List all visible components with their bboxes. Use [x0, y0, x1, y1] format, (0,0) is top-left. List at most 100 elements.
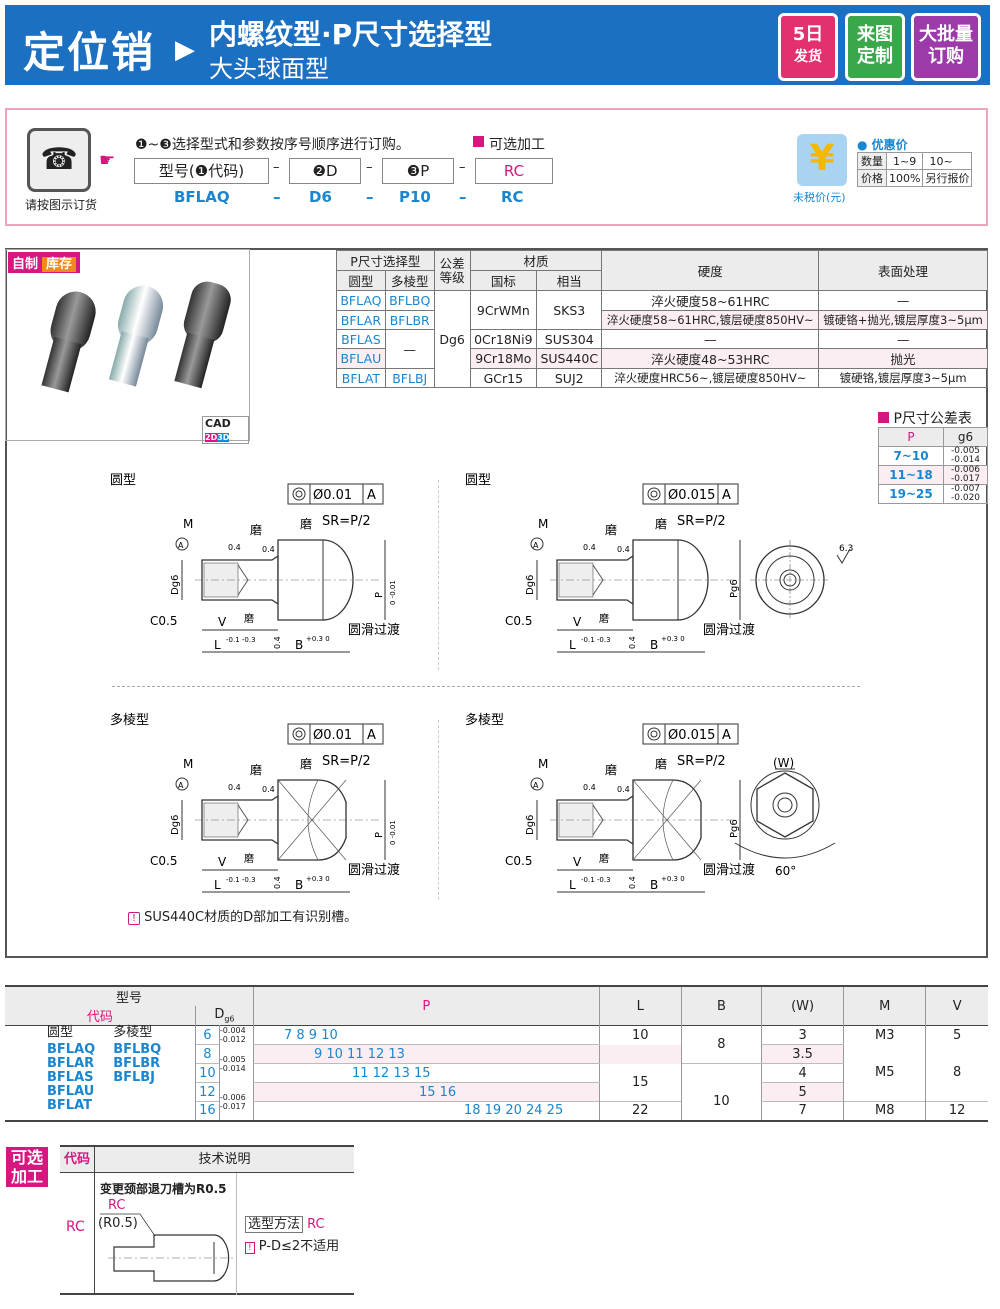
chamfer-label: C0.5 — [505, 614, 532, 628]
thread-label: M — [183, 757, 193, 771]
fig-rc-label: RC — [108, 1198, 126, 1213]
hex-width-label: (W) — [773, 756, 794, 770]
p-tolerance: 0 -0.01 — [389, 820, 397, 845]
grind-label: 磨 — [300, 757, 312, 771]
price-icon-caption: 未税价(元) — [793, 191, 846, 204]
grind-label: 磨 — [605, 763, 617, 777]
drawing-title: 圆型 — [110, 473, 136, 488]
example-code: BFLAQ — [174, 188, 230, 206]
datum-a-marker: A — [178, 781, 184, 790]
groove-width: 0.4 — [273, 876, 282, 889]
optional-code-header: 代码 — [60, 1147, 94, 1173]
l-label: L — [214, 638, 221, 652]
b-label: B — [650, 638, 658, 652]
roughness-label: 0.4 — [262, 545, 275, 554]
separator: – — [459, 188, 467, 206]
grind-label: 磨 — [655, 757, 667, 771]
concentricity-value: Ø0.01 — [313, 488, 352, 503]
thread-label: M — [183, 517, 193, 531]
hex-end-view: (W) 60° — [734, 756, 836, 878]
cad-badge[interactable]: CAD 2D3D — [202, 416, 249, 444]
method: 选型方法 RC — [245, 1213, 325, 1233]
badge-5day: 5日发货 — [778, 13, 838, 81]
roughness-label: 0.4 — [228, 543, 241, 552]
table-row: 19~25-0.007-0.020 — [877, 484, 988, 504]
order-box-model: 型号(❶代码) — [134, 158, 269, 184]
b-label: B — [295, 878, 303, 892]
l-tolerance: -0.1 -0.3 — [226, 876, 256, 884]
separator: – — [273, 188, 281, 206]
b-tolerance: +0.3 0 — [661, 875, 685, 883]
datum-label: A — [722, 728, 731, 743]
chamfer-label: C0.5 — [150, 854, 177, 868]
chamfer-label: C0.5 — [505, 854, 532, 868]
p-tol-title: P尺寸公差表 — [878, 408, 972, 428]
thread-label: M — [538, 757, 548, 771]
grind-label: 磨 — [244, 853, 254, 865]
rc-groove-figure — [100, 1213, 234, 1282]
concentricity-value: Ø0.015 — [668, 728, 715, 743]
fig-r-label: (R0.5) — [98, 1216, 138, 1231]
optional-desc-title: 变更颈部退刀槽为R0.5 — [100, 1182, 227, 1196]
divider — [438, 480, 439, 670]
grind-label: 磨 — [300, 517, 312, 531]
grind-label: 磨 — [244, 613, 254, 625]
badge-bulk: 大批量订购 — [911, 13, 981, 81]
concentricity-value: Ø0.015 — [668, 488, 715, 503]
groove-width: 0.4 — [273, 636, 282, 649]
b-label: B — [295, 638, 303, 652]
groove-width: 0.4 — [628, 876, 637, 889]
datum-label: A — [367, 728, 376, 743]
p-tolerance: 0 -0.01 — [389, 580, 397, 605]
badge-custom: 来图定制 — [845, 13, 905, 81]
datum-a-marker: A — [533, 541, 539, 550]
yen-icon: ¥ — [797, 134, 847, 186]
drawing-title: 多棱型 — [110, 712, 149, 728]
chamfer-label: C0.5 — [150, 614, 177, 628]
roughness-label: 0.4 — [262, 785, 275, 794]
divider — [112, 686, 860, 687]
l-tolerance: -0.1 -0.3 — [226, 636, 256, 644]
groove-width: 0.4 — [628, 636, 637, 649]
optional-desc-header: 技术说明 — [94, 1147, 354, 1173]
separator: – — [459, 160, 466, 175]
optional-tag: 可选加工 — [6, 1147, 48, 1187]
d-label: Dg6 — [170, 575, 181, 595]
pin-photo-illustration — [41, 281, 231, 393]
drawing-title: 多棱型 — [465, 712, 504, 728]
p-label: P — [374, 832, 385, 838]
datum-a-marker: A — [533, 781, 539, 790]
b-tolerance: +0.3 0 — [306, 635, 330, 643]
arrow-icon: ▶ — [175, 35, 195, 65]
separator: – — [366, 188, 374, 206]
round-end-view: 6.3 — [750, 540, 853, 620]
smooth-transition-label: 圆滑过渡 — [348, 862, 400, 878]
roughness-label: 0.4 — [583, 543, 596, 552]
datum-label: A — [722, 488, 731, 503]
l-tolerance: -0.1 -0.3 — [581, 876, 611, 884]
example-d: D6 — [309, 188, 332, 206]
phone-24-icon: ☎ — [27, 128, 91, 192]
l-label: L — [569, 878, 576, 892]
separator: – — [273, 160, 280, 175]
order-instruction: ❶~❸选择型式和参数按序号顺序进行订购。 — [135, 137, 410, 153]
hex-angle-label: 60° — [775, 864, 796, 878]
page-subtitle-2: 大头球面型 — [209, 55, 329, 83]
product-photo: 自制库存 CAD 2D3D — [5, 249, 250, 444]
b-label: B — [650, 878, 658, 892]
order-guide: ☎ 请按图示订货 ☛ ❶~❸选择型式和参数按序号顺序进行订购。 可选加工 型号(… — [5, 108, 988, 226]
smooth-transition-label: 圆滑过渡 — [348, 622, 400, 638]
grind-label: 磨 — [250, 763, 262, 777]
roughness-label: 0.4 — [228, 783, 241, 792]
page-title: 定位销 — [23, 28, 156, 77]
v-label: V — [218, 615, 227, 629]
optional-marker — [473, 136, 484, 147]
